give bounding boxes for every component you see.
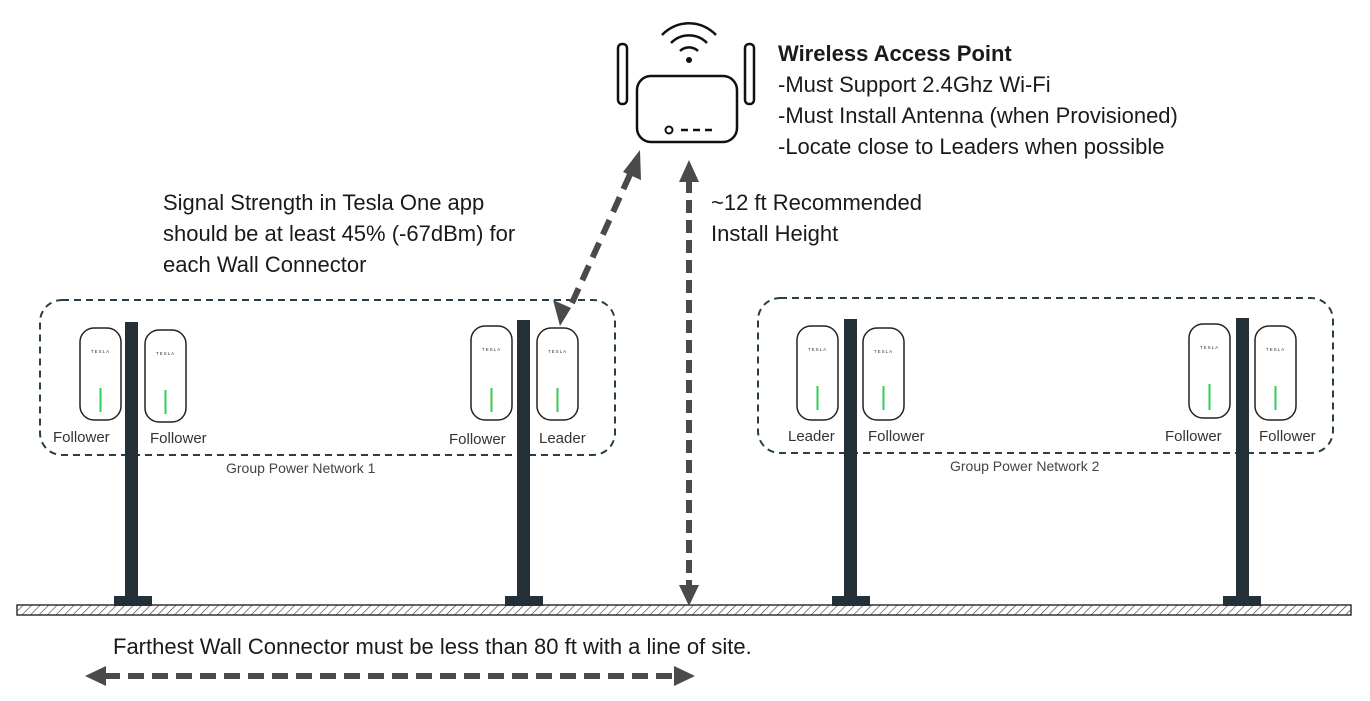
svg-text:TESLA: TESLA <box>482 347 501 352</box>
wall-connector-icon <box>536 327 579 421</box>
ap-requirement: -Locate close to Leaders when possible <box>778 134 1165 159</box>
ap-requirement: -Must Install Antenna (when Provisioned) <box>778 103 1178 128</box>
charger-role-label: Follower <box>150 430 207 447</box>
wall-connector-icon <box>862 327 905 421</box>
signal-note-line: each Wall Connector <box>163 252 367 277</box>
group-boundary-2 <box>757 297 1334 454</box>
distance-arrow <box>85 666 695 686</box>
wall-connector-icon <box>144 329 187 423</box>
svg-text:TESLA: TESLA <box>874 349 893 354</box>
charger-brand-marks: TESLA TESLA TESLA TESLA TESLA TESLA TESL… <box>91 345 1285 356</box>
charger-role-label: Follower <box>53 429 110 446</box>
distance-note: Farthest Wall Connector must be less tha… <box>113 634 752 659</box>
height-note-line: Install Height <box>711 221 839 246</box>
height-arrow <box>679 160 699 606</box>
wall-connector-icon <box>1254 325 1297 421</box>
group-network-label: Group Power Network 2 <box>950 458 1100 474</box>
height-note-line: ~12 ft Recommended <box>711 190 922 215</box>
charger-role-label: Follower <box>449 431 506 448</box>
mounting-post-icon <box>832 319 870 606</box>
signal-note-line: should be at least 45% (-67dBm) for <box>163 221 516 246</box>
svg-text:TESLA: TESLA <box>1200 345 1219 350</box>
mounting-post-icon <box>1223 318 1261 606</box>
signal-note-line: Signal Strength in Tesla One app <box>163 190 485 215</box>
ap-requirement: -Must Support 2.4Ghz Wi-Fi <box>778 72 1051 97</box>
ground <box>16 604 1352 616</box>
access-point-title: Wireless Access Point <box>778 41 1012 66</box>
wifi-router-icon <box>616 22 756 144</box>
group-network-label: Group Power Network 1 <box>226 460 376 476</box>
mounting-post-icon <box>505 320 543 606</box>
signal-arrow <box>553 150 641 326</box>
charger-role-label: Leader <box>788 428 835 445</box>
mounting-post-icon <box>114 322 152 606</box>
charger-role-label: Leader <box>539 430 586 447</box>
svg-text:TESLA: TESLA <box>548 349 567 354</box>
charger-role-label: Follower <box>1165 428 1222 445</box>
charger-role-label: Follower <box>1259 428 1316 445</box>
group-boundary-1 <box>39 299 616 456</box>
svg-text:TESLA: TESLA <box>808 347 827 352</box>
svg-text:TESLA: TESLA <box>91 349 110 354</box>
svg-text:TESLA: TESLA <box>1266 347 1285 352</box>
wall-connector-icon <box>470 325 513 421</box>
wall-connector-icon <box>79 327 122 421</box>
svg-text:TESLA: TESLA <box>156 351 175 356</box>
wall-connector-icon <box>796 325 839 421</box>
wall-connector-icon <box>1188 323 1231 419</box>
charger-role-label: Follower <box>868 428 925 445</box>
